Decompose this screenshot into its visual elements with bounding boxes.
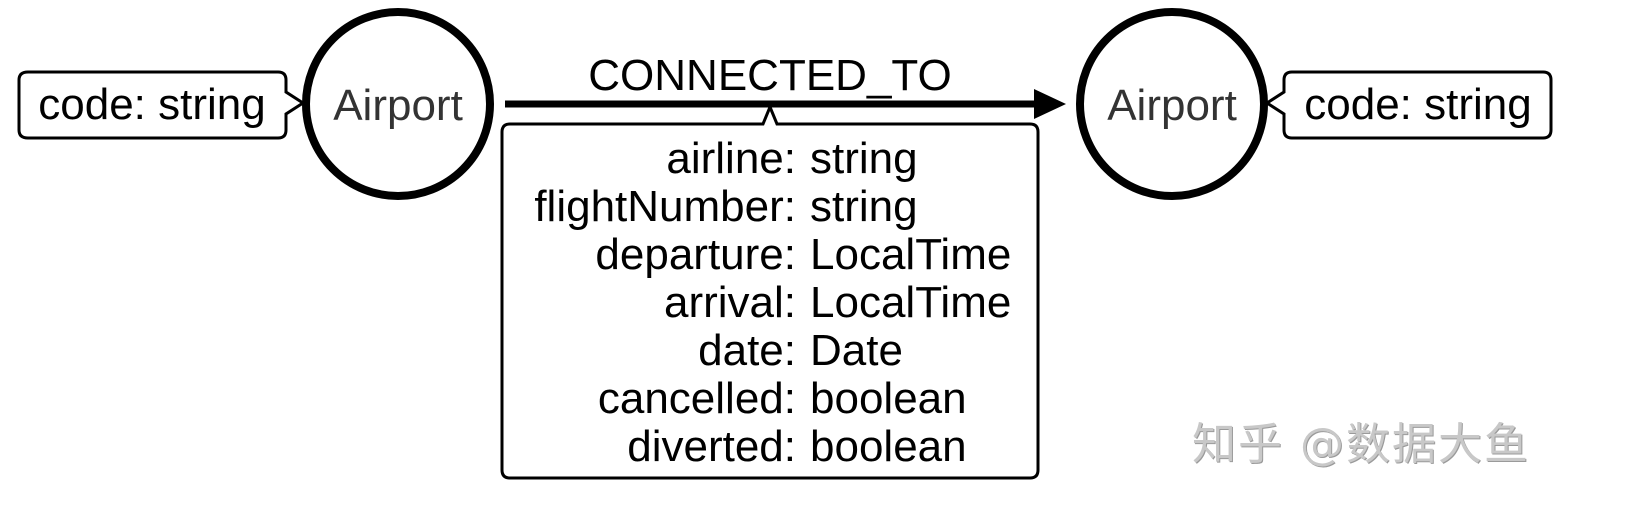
relationship-property-row: departure: LocalTime	[595, 230, 1011, 279]
source-node-property-tag: code: string	[17, 70, 306, 140]
relationship-type-label: CONNECTED_TO	[588, 51, 951, 100]
property-type: boolean	[810, 422, 967, 471]
target-node-label: Airport	[1107, 81, 1237, 130]
property-type: string	[810, 182, 918, 231]
relationship-properties-box: airline:stringflightNumber:stringdepartu…	[500, 103, 1040, 480]
relationship-property-row: date: Date	[698, 326, 903, 375]
property-name: arrival:	[664, 278, 796, 327]
relationship-property-row: arrival: LocalTime	[664, 278, 1011, 327]
property-name: cancelled:	[598, 374, 796, 423]
property-type: string	[810, 134, 918, 183]
property-type: boolean	[810, 374, 967, 423]
source-node[interactable]: Airport	[302, 8, 494, 200]
relationship-property-row: diverted: boolean	[627, 422, 966, 471]
target-node-property-text: code: string	[1304, 80, 1531, 129]
source-node-label: Airport	[333, 81, 463, 130]
tag-callout-shape	[17, 70, 306, 140]
properties-callout-shape	[500, 103, 1040, 480]
relationship-property-list: airline:stringflightNumber:stringdepartu…	[534, 134, 1011, 471]
property-type: Date	[810, 326, 903, 375]
relationship-property-row: flightNumber: string	[534, 182, 917, 231]
property-name: diverted:	[627, 422, 796, 471]
property-type: LocalTime	[810, 230, 1011, 279]
relationship-property-row: cancelled: boolean	[598, 374, 967, 423]
relationship-edge[interactable]: CONNECTED_TO	[505, 51, 1066, 119]
property-name: departure:	[595, 230, 796, 279]
property-type: LocalTime	[810, 278, 1011, 327]
source-node-property-text: code: string	[38, 80, 265, 129]
target-node-property-tag: code: string	[1264, 70, 1553, 140]
source-node-circle[interactable]	[302, 8, 494, 200]
property-name: airline:	[666, 134, 796, 183]
target-node-circle[interactable]	[1076, 8, 1268, 200]
tag-callout-shape	[1264, 70, 1553, 140]
target-node[interactable]: Airport	[1076, 8, 1268, 200]
watermark-text: 知乎 @数据大鱼	[1192, 419, 1530, 470]
property-name: flightNumber:	[534, 182, 796, 231]
relationship-property-row: airline: string	[666, 134, 917, 183]
property-name: date:	[698, 326, 796, 375]
arrowhead-icon	[1034, 89, 1066, 119]
